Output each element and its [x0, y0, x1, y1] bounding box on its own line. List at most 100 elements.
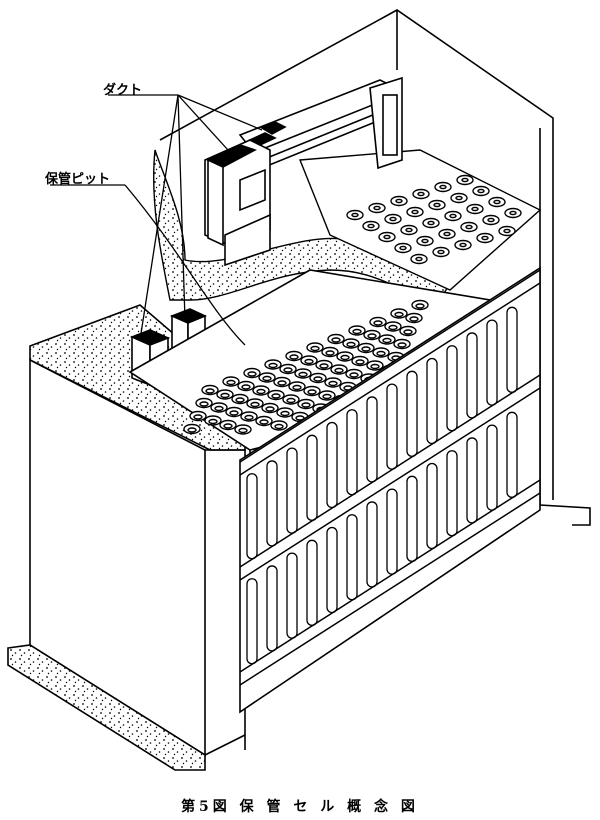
- leader-lines: [50, 94, 263, 346]
- pit-hole-inner: [280, 410, 290, 417]
- upper-floor-hole-inner: [417, 191, 425, 197]
- upper-floor-hole-inner: [493, 199, 501, 205]
- upper-floor-hole-inner: [433, 202, 441, 208]
- rack-rail: [239, 387, 541, 581]
- upper-floor-hole-inner: [443, 231, 451, 237]
- gantry-crane: [204, 76, 403, 267]
- pit-hole-inner: [301, 402, 311, 408]
- upper-floor-hole-inner: [439, 184, 447, 190]
- pit-hole-inner: [274, 423, 284, 430]
- upper-floor-hole-inner: [461, 177, 469, 183]
- pit-hole-inner: [334, 367, 344, 374]
- storage-tube: [446, 345, 458, 432]
- pit-hole-inner: [256, 388, 266, 395]
- upper-floor-hole-inner: [427, 220, 435, 226]
- storage-tube: [366, 396, 378, 483]
- storage-tube: [506, 411, 518, 498]
- pit-hole-inner: [331, 337, 341, 343]
- pit-hole-inner: [199, 401, 209, 407]
- storage-tube: [466, 332, 478, 419]
- pit-hole-inner: [307, 389, 317, 395]
- upper-floor-hole-inner: [383, 234, 391, 240]
- pit-hole-inner: [277, 380, 287, 386]
- storage-tube: [366, 501, 378, 588]
- storage-pit-top: [128, 269, 501, 464]
- upper-floor-hole-inner: [481, 235, 489, 241]
- pit-hole-inner: [271, 393, 281, 399]
- pit-hole-inner: [409, 316, 419, 322]
- upper-floor-hole-inner: [399, 245, 407, 251]
- upper-floor-hole-inner: [351, 212, 359, 218]
- upper-floor-hole-inner: [415, 256, 423, 262]
- pit-hole-inner: [220, 392, 230, 399]
- duct-label: ダクト: [103, 83, 143, 98]
- pit-hole-inner: [238, 427, 248, 434]
- upper-floor-hole-inner: [395, 198, 403, 204]
- pit-hole-inner: [319, 363, 329, 369]
- storage-tube: [286, 552, 298, 639]
- pit-hole-inner: [229, 410, 239, 416]
- pit-hole-inner: [388, 324, 398, 331]
- storage-tube: [346, 409, 358, 496]
- upper-floor-hole-inner: [471, 206, 479, 212]
- pit-hole-inner: [361, 346, 371, 352]
- upper-floor-hole-inner: [421, 238, 429, 244]
- storage-tube: [386, 383, 398, 470]
- pit-hole-inner: [244, 414, 254, 421]
- storage-tube: [466, 437, 478, 524]
- pit-hole-inner: [322, 393, 332, 400]
- storage-tube: [486, 424, 498, 511]
- pit-hole-inner: [349, 372, 359, 378]
- storage-tube: [426, 462, 438, 550]
- pit-hole-inner: [247, 371, 257, 377]
- rack-rail: [239, 492, 541, 686]
- upper-floor-hole-inner: [503, 228, 511, 234]
- pit-hole-inner: [298, 371, 308, 378]
- pit-hole-inner: [376, 350, 386, 357]
- storage-tube: [426, 357, 438, 445]
- storage-tube: [486, 319, 498, 406]
- storage-tube: [406, 475, 418, 562]
- storage-tube: [506, 306, 518, 393]
- upper-floor-hole-inner: [411, 209, 419, 215]
- storage-tube: [346, 514, 358, 601]
- storage-tube: [286, 447, 298, 534]
- pit-hole-inner: [382, 337, 392, 344]
- pit-hole-inner: [223, 423, 233, 429]
- pit-hole-inner: [304, 358, 314, 365]
- pit-hole-inner: [235, 397, 245, 403]
- figure-caption: 第5図 保 管 セ ル 概 念 図: [181, 799, 419, 815]
- upper-floor-hole-inner: [405, 227, 413, 233]
- upper-floor-hole-inner: [465, 224, 473, 230]
- upper-floor-hole-inner: [477, 188, 485, 194]
- upper-floor-hole-inner: [449, 213, 457, 219]
- pit-hole-inner: [286, 397, 296, 404]
- pit-hole-inner: [394, 311, 404, 318]
- storage-tube: [306, 539, 318, 626]
- upper-floor-hole-inner: [367, 223, 375, 229]
- upper-floor-hole-inner: [459, 242, 467, 248]
- storage-tube: [406, 370, 418, 457]
- pit-hole-inner: [193, 414, 203, 420]
- pit-hole-inner: [250, 401, 260, 408]
- pit-hole-inner: [340, 354, 350, 361]
- storage-racks: [239, 266, 541, 714]
- storage-tube: [246, 473, 258, 560]
- pit-hole-inner: [370, 363, 380, 370]
- upper-floor-hole-inner: [437, 249, 445, 255]
- rack-rail: [239, 282, 541, 476]
- duct-upper-2: [248, 121, 287, 146]
- storage-tube: [326, 526, 338, 614]
- storage-tube: [446, 450, 458, 537]
- pit-hole-inner: [373, 320, 383, 326]
- pit-hole-inner: [325, 350, 335, 356]
- pit-hole-inner: [205, 388, 215, 394]
- upper-floor: [298, 149, 542, 291]
- pit-hole-inner: [310, 345, 320, 352]
- pit-hole-inner: [352, 328, 362, 335]
- pit-hole-inner: [367, 333, 377, 339]
- duct-upper-1: [206, 144, 258, 247]
- storage-tube: [266, 565, 278, 652]
- pit-hole-inner: [328, 380, 338, 387]
